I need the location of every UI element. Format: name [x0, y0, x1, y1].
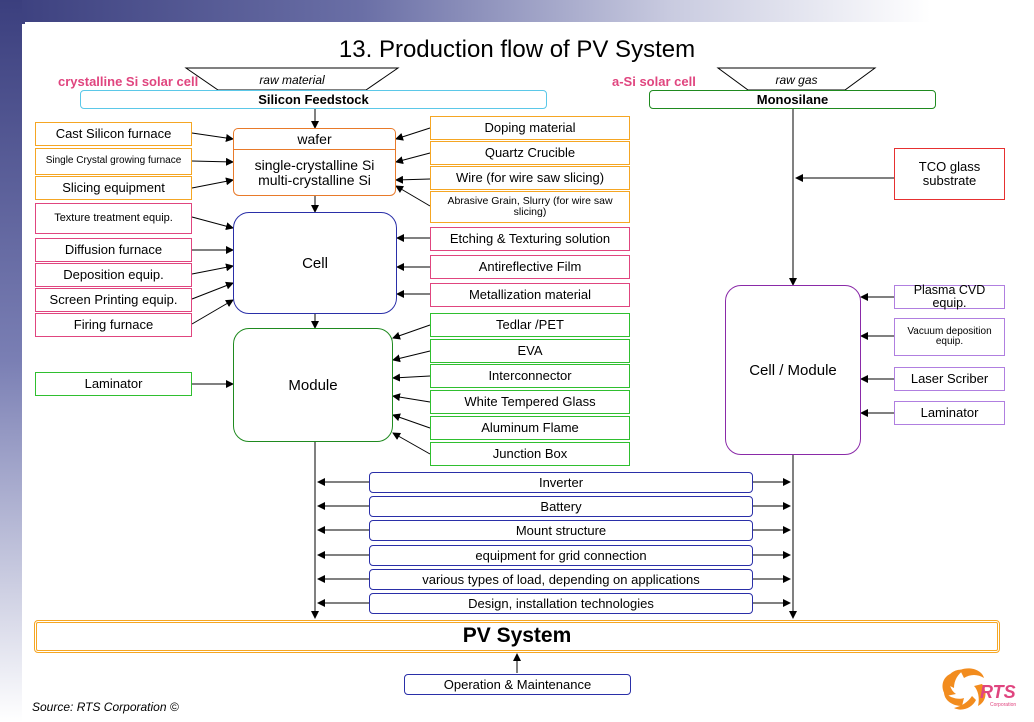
source-note: Source: RTS Corporation ©: [32, 700, 179, 714]
tco-glass-box: TCO glass substrate: [894, 148, 1005, 200]
crystalline-si-label: crystalline Si solar cell: [58, 74, 199, 89]
cell-input-diffusion: Diffusion furnace: [35, 238, 192, 262]
cell-input-antireflective: Antireflective Film: [430, 255, 630, 279]
input-single-crystal: Single Crystal growing furnace: [35, 148, 192, 175]
input-slicing: Slicing equipment: [35, 176, 192, 200]
asi-input-vacuum-deposition: Vacuum deposition equip.: [894, 318, 1005, 356]
raw-material-label: raw material: [259, 73, 325, 87]
cell-input-texture: Texture treatment equip.: [35, 203, 192, 234]
module-input-junction-box: Junction Box: [430, 442, 630, 466]
module-input-tedlar: Tedlar /PET: [430, 313, 630, 337]
page-title: 13. Production flow of PV System: [338, 36, 696, 63]
input-quartz: Quartz Crucible: [430, 141, 630, 165]
input-cast-silicon: Cast Silicon furnace: [35, 122, 192, 146]
cell-input-metallization: Metallization material: [430, 283, 630, 307]
input-abrasive: Abrasive Grain, Slurry (for wire saw sli…: [430, 191, 630, 223]
cell-input-firing: Firing furnace: [35, 313, 192, 337]
input-doping: Doping material: [430, 116, 630, 140]
bos-grid-connection: equipment for grid connection: [369, 545, 753, 566]
cell-module-box: Cell / Module: [725, 285, 861, 455]
rts-logo: RTS Corporation: [932, 662, 1026, 714]
bos-design: Design, installation technologies: [369, 593, 753, 614]
title-bar-gradient: [0, 0, 1034, 24]
rts-logo-subtext: Corporation: [990, 702, 1017, 708]
raw-gas-label: raw gas: [775, 73, 818, 87]
cell-input-screen-printing: Screen Printing equip.: [35, 288, 192, 312]
bos-battery: Battery: [369, 496, 753, 517]
module-input-interconnector: Interconnector: [430, 364, 630, 388]
cell-input-etching: Etching & Texturing solution: [430, 227, 630, 251]
bos-mount-structure: Mount structure: [369, 520, 753, 541]
a-si-label: a-Si solar cell: [612, 74, 696, 89]
monosilane-box: Monosilane: [649, 90, 936, 109]
module-input-glass: White Tempered Glass: [430, 390, 630, 414]
silicon-feedstock-box: Silicon Feedstock: [80, 90, 547, 109]
module-input-eva: EVA: [430, 339, 630, 363]
cell-input-deposition: Deposition equip.: [35, 263, 192, 287]
rts-swirl-icon: [942, 668, 986, 710]
single-crystalline-label: single-crystalline Si: [254, 156, 375, 173]
operation-maintenance-box: Operation & Maintenance: [404, 674, 631, 695]
asi-input-laminator: Laminator: [894, 401, 1005, 425]
si-types-box: single-crystalline Si multi-crystalline …: [233, 149, 396, 196]
cell-box: Cell: [233, 212, 397, 314]
input-wire: Wire (for wire saw slicing): [430, 166, 630, 190]
rts-logo-text: RTS: [980, 682, 1016, 702]
wafer-box: wafer: [233, 128, 396, 150]
multi-crystalline-label: multi-crystalline Si: [258, 171, 371, 188]
left-bar-gradient: [0, 0, 22, 722]
asi-input-laser-scriber: Laser Scriber: [894, 367, 1005, 391]
asi-input-plasma-cvd: Plasma CVD equip.: [894, 283, 1005, 310]
module-box: Module: [233, 328, 393, 442]
bos-load: various types of load, depending on appl…: [369, 569, 753, 590]
bos-inverter: Inverter: [369, 472, 753, 493]
module-input-aluminum: Aluminum Flame: [430, 416, 630, 440]
module-input-laminator: Laminator: [35, 372, 192, 396]
pv-system-box: PV System: [34, 620, 1000, 653]
